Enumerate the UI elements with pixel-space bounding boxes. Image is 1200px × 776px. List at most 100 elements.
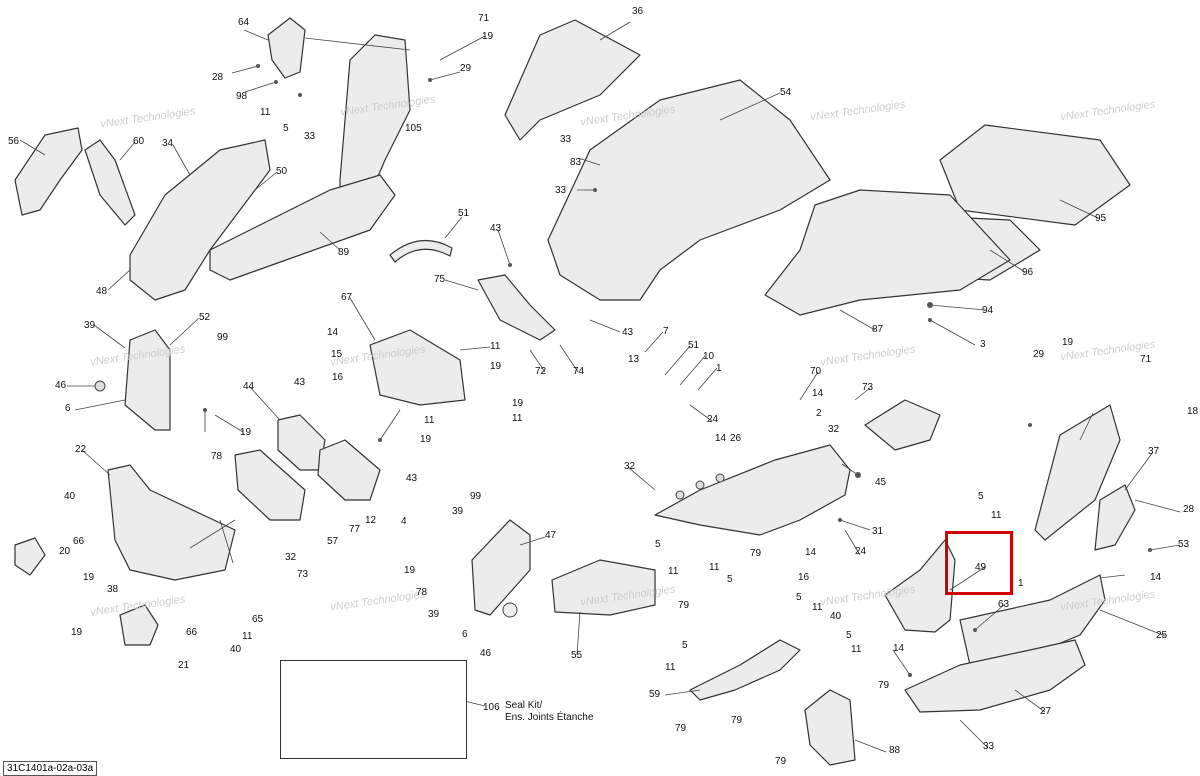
callout-14[interactable]: 14: [715, 433, 727, 444]
callout-33[interactable]: 33: [983, 741, 995, 752]
callout-106[interactable]: 106: [483, 702, 500, 713]
callout-12[interactable]: 77: [349, 524, 361, 535]
callout-50[interactable]: 50: [276, 166, 288, 177]
callout-38[interactable]: 65: [252, 614, 264, 625]
callout-26[interactable]: 79: [678, 600, 690, 611]
callout-37[interactable]: 18: [1187, 406, 1199, 417]
callout-16[interactable]: 16: [332, 372, 344, 383]
callout-22[interactable]: 40: [830, 611, 842, 622]
callout-43[interactable]: 43: [294, 377, 306, 388]
callout-32[interactable]: 32: [285, 552, 297, 563]
callout-19[interactable]: 19: [482, 31, 494, 42]
callout-20[interactable]: 38: [107, 584, 119, 595]
callout-98[interactable]: 98: [236, 91, 248, 102]
callout-96[interactable]: 96: [1022, 267, 1034, 278]
callout-6[interactable]: 6: [462, 629, 468, 640]
callout-11[interactable]: 11: [668, 566, 679, 577]
callout-39[interactable]: 39: [452, 506, 464, 517]
callout-1[interactable]: 1: [1018, 578, 1024, 589]
callout-71[interactable]: 71: [1140, 354, 1152, 365]
callout-5[interactable]: 5: [846, 630, 852, 641]
callout-74[interactable]: 74: [573, 366, 585, 377]
callout-34[interactable]: 34: [162, 138, 174, 149]
callout-26[interactable]: 79: [675, 723, 687, 734]
callout-56[interactable]: 56: [8, 136, 20, 147]
callout-5[interactable]: 5: [796, 592, 802, 603]
callout-7[interactable]: 7: [663, 326, 669, 337]
callout-27[interactable]: 25: [1156, 630, 1168, 641]
callout-52[interactable]: 52: [199, 312, 211, 323]
callout-45[interactable]: 45: [875, 477, 887, 488]
callout-73[interactable]: 73: [862, 382, 874, 393]
callout-60[interactable]: 60: [133, 136, 145, 147]
callout-14[interactable]: 14: [327, 327, 339, 338]
callout-63[interactable]: 37: [1148, 446, 1160, 457]
callout-14[interactable]: 14: [1150, 572, 1162, 583]
callout-47[interactable]: 55: [571, 650, 583, 661]
callout-19[interactable]: 19: [1062, 337, 1074, 348]
callout-48[interactable]: 48: [96, 286, 108, 297]
callout-5[interactable]: 5: [283, 123, 289, 134]
callout-11[interactable]: 11: [851, 644, 862, 655]
callout-3[interactable]: 3: [980, 339, 986, 350]
callout-67[interactable]: 67: [341, 292, 353, 303]
callout-19[interactable]: 19: [71, 627, 83, 638]
callout-43[interactable]: 43: [490, 223, 502, 234]
callout-31[interactable]: 26: [730, 433, 742, 444]
callout-33[interactable]: 33: [304, 131, 316, 142]
callout-46[interactable]: 46: [55, 380, 67, 391]
callout-16[interactable]: 16: [798, 572, 810, 583]
callout-53[interactable]: 47: [545, 530, 557, 541]
callout-83[interactable]: 83: [570, 157, 582, 168]
callout-43[interactable]: 43: [406, 473, 418, 484]
callout-94[interactable]: 94: [982, 305, 994, 316]
callout-26[interactable]: 79: [878, 680, 890, 691]
callout-33[interactable]: 33: [560, 134, 572, 145]
callout-77[interactable]: 57: [327, 536, 339, 547]
callout-19[interactable]: 19: [240, 427, 252, 438]
callout-32[interactable]: 32: [828, 424, 840, 435]
callout-11[interactable]: 11: [665, 662, 676, 673]
callout-11[interactable]: 11: [512, 413, 523, 424]
callout-5[interactable]: 5: [655, 539, 661, 550]
callout-65[interactable]: 21: [178, 660, 190, 671]
callout-44[interactable]: 78: [416, 587, 428, 598]
callout-11[interactable]: 11: [424, 415, 435, 426]
callout-13[interactable]: 13: [628, 354, 640, 365]
callout-5[interactable]: 5: [978, 491, 984, 502]
callout-40[interactable]: 66: [186, 627, 198, 638]
callout-105[interactable]: 105: [405, 123, 422, 134]
callout-11[interactable]: 11: [260, 107, 271, 118]
callout-39[interactable]: 39: [84, 320, 96, 331]
callout-99[interactable]: 99: [470, 491, 482, 502]
callout-99[interactable]: 99: [217, 332, 229, 343]
callout-19[interactable]: 19: [420, 434, 432, 445]
callout-72[interactable]: 72: [535, 366, 547, 377]
callout-44[interactable]: 78: [211, 451, 223, 462]
callout-14[interactable]: 14: [805, 547, 817, 558]
callout-36[interactable]: 36: [632, 6, 644, 17]
callout-28[interactable]: 28: [212, 72, 224, 83]
callout-24[interactable]: 24: [707, 414, 719, 425]
callout-1[interactable]: 1: [716, 363, 722, 374]
callout-51[interactable]: 51: [688, 340, 700, 351]
callout-11[interactable]: 11: [991, 510, 1002, 521]
callout-95[interactable]: 95: [1095, 213, 1107, 224]
callout-49[interactable]: 49: [975, 562, 987, 573]
callout-19[interactable]: 19: [404, 565, 416, 576]
callout-29[interactable]: 29: [460, 63, 472, 74]
callout-64[interactable]: 64: [238, 17, 250, 28]
callout-79[interactable]: 44: [243, 381, 255, 392]
callout-19[interactable]: 19: [490, 361, 502, 372]
callout-10[interactable]: 10: [703, 351, 715, 362]
callout-55[interactable]: 59: [649, 689, 661, 700]
callout-19[interactable]: 19: [512, 398, 524, 409]
callout-9[interactable]: 31: [872, 526, 884, 537]
callout-26[interactable]: 79: [750, 548, 762, 559]
callout-89[interactable]: 89: [338, 247, 350, 258]
callout-78[interactable]: 4: [401, 516, 407, 527]
callout-2[interactable]: 2: [816, 408, 822, 419]
callout-15[interactable]: 15: [331, 349, 343, 360]
callout-43[interactable]: 43: [622, 327, 634, 338]
callout-57[interactable]: 22: [75, 444, 87, 455]
